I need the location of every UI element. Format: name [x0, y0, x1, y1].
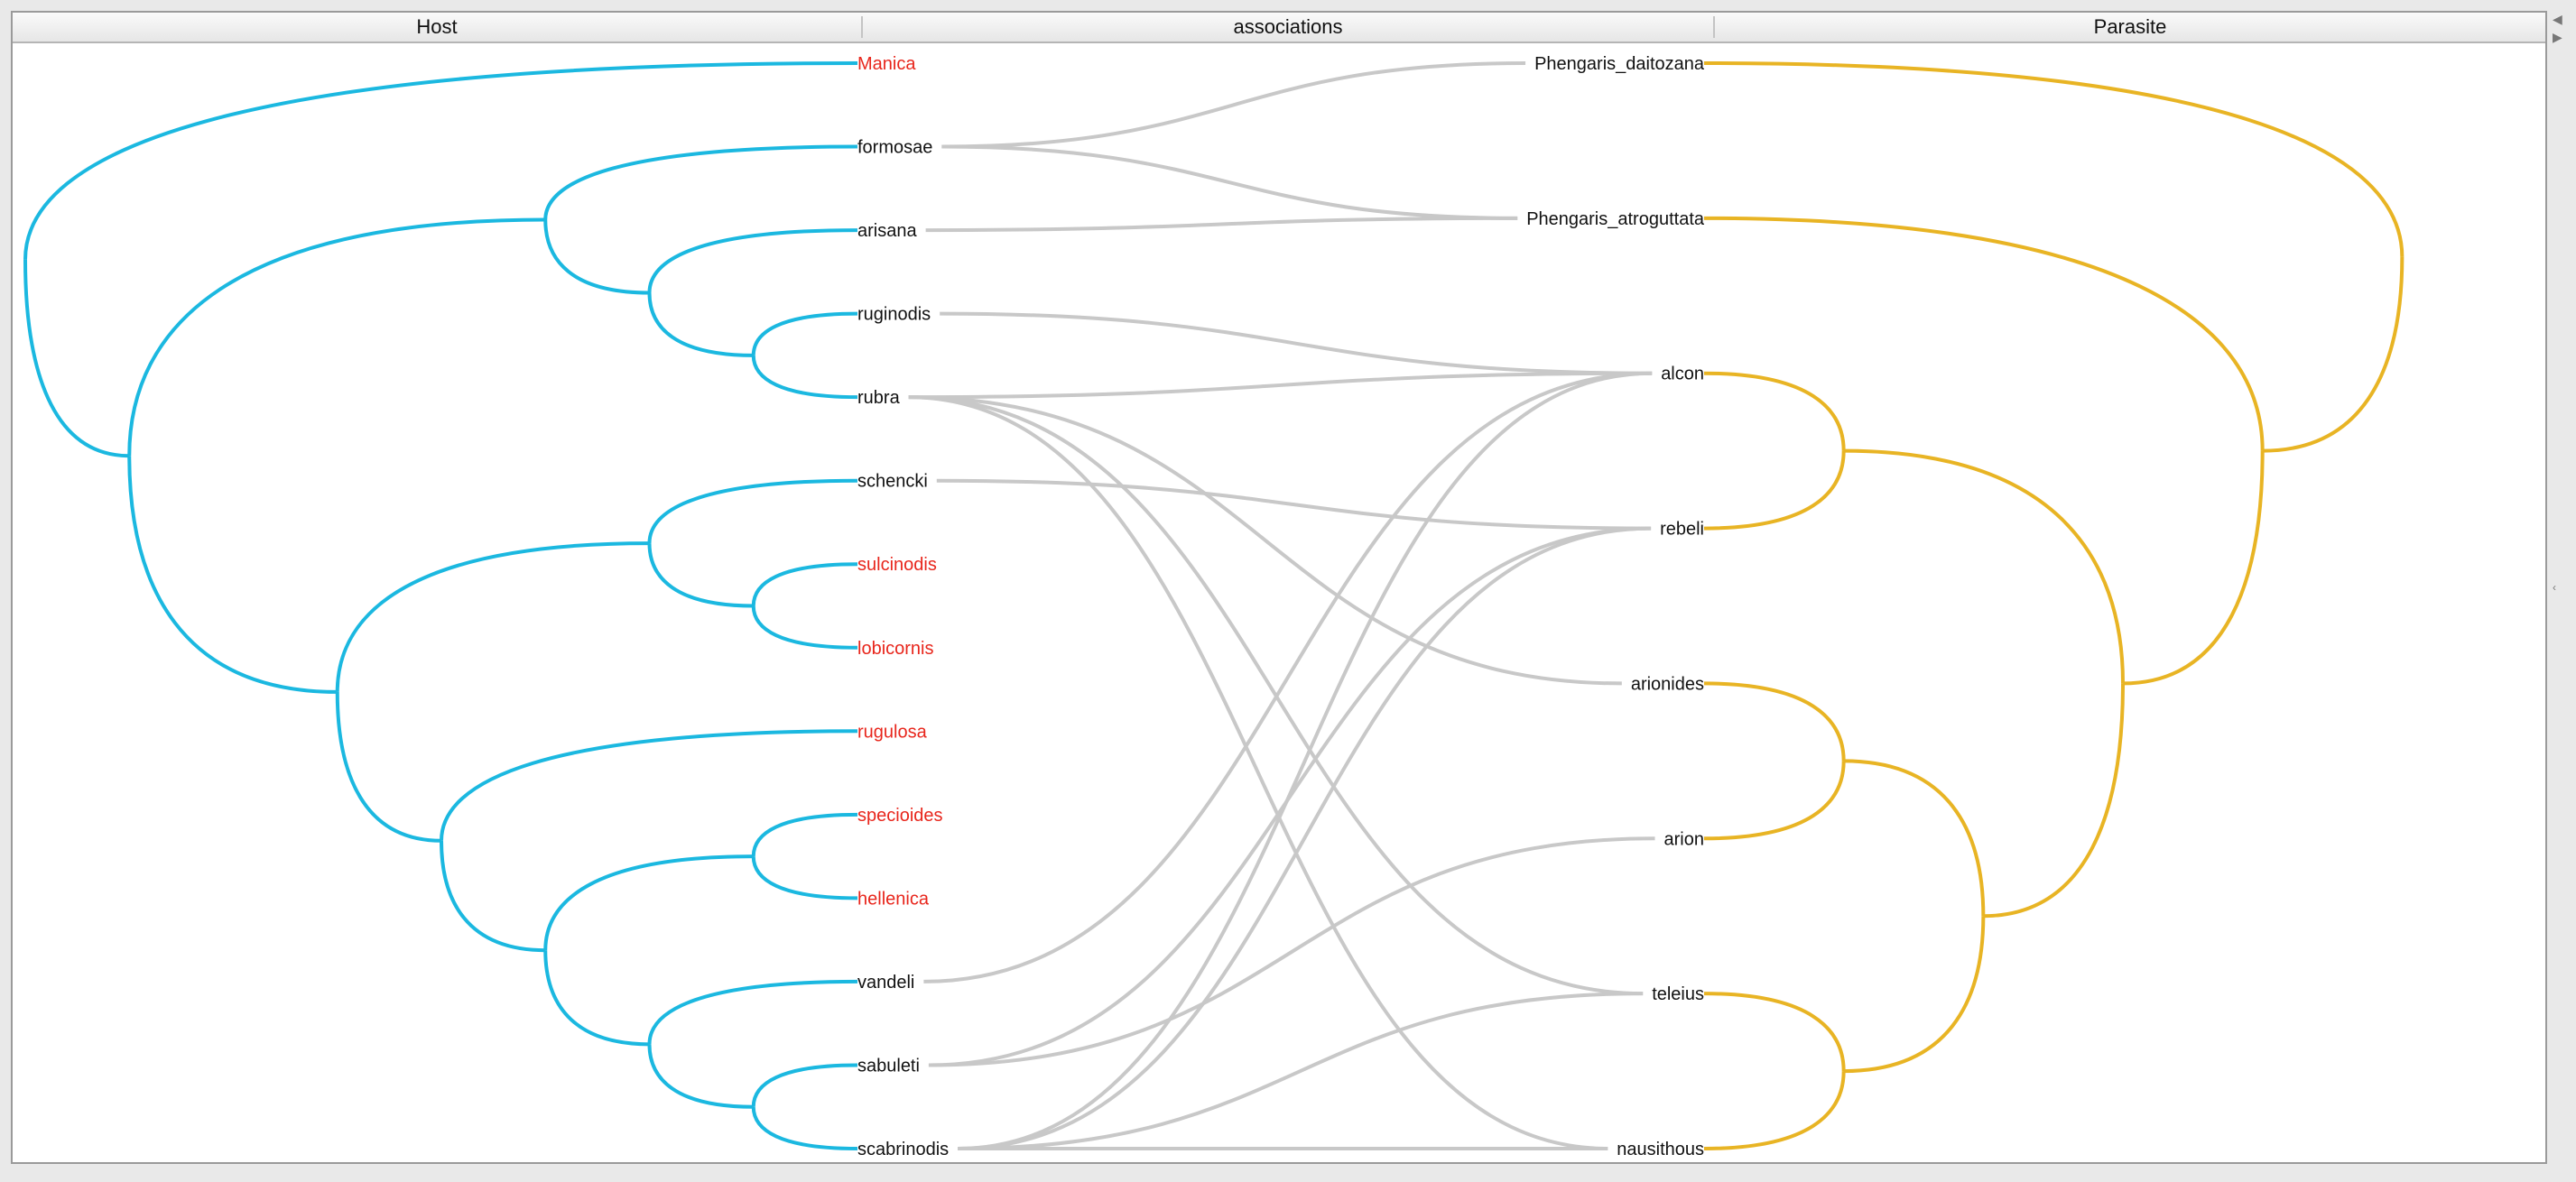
host-tree-branch: [440, 840, 546, 953]
column-header-bar: Host associations Parasite: [13, 13, 2545, 43]
parasite-tree-branch: [1703, 761, 1846, 841]
host-tree-branch: [751, 1106, 858, 1150]
parasite-tree-branch: [1983, 683, 2125, 919]
host-leaf-label[interactable]: arisana: [857, 221, 917, 241]
host-leaf-label[interactable]: specioides: [857, 806, 943, 826]
host-tree-branch: [751, 605, 858, 650]
host-tree-branch: [647, 1044, 754, 1109]
association-link: [958, 992, 1644, 1150]
resize-handle-icon[interactable]: ‹: [2553, 581, 2556, 594]
host-tree-branch: [335, 541, 650, 692]
host-leaf-label[interactable]: sulcinodis: [857, 555, 937, 575]
host-tree-branch: [751, 562, 858, 606]
scroll-right-arrow-icon[interactable]: ▶: [2553, 30, 2562, 44]
parasite-tree-branch: [1703, 216, 2265, 451]
host-leaf-label[interactable]: Manica: [857, 54, 916, 74]
host-tree-branch: [23, 259, 130, 458]
parasite-leaf-label[interactable]: arionides: [1631, 674, 1704, 694]
host-tree-branch: [751, 856, 858, 900]
host-leaf-label[interactable]: vandeli: [857, 973, 914, 993]
parasite-leaf-label[interactable]: rebeli: [1660, 520, 1704, 540]
parasite-leaf-label[interactable]: Phengaris_atroguttata: [1526, 209, 1705, 229]
association-links: [908, 61, 1655, 1151]
host-tree-branch: [647, 543, 754, 608]
tanglegram-window: Host associations Parasite: [11, 11, 2547, 1164]
host-tree-branch: [543, 950, 650, 1047]
parasite-tree-branch: [1703, 1071, 1846, 1150]
column-divider[interactable]: [1713, 16, 1715, 38]
column-header-host[interactable]: Host: [416, 15, 458, 38]
parasite-tree-branch: [2122, 450, 2265, 686]
host-tree-branch: [647, 979, 858, 1045]
host-leaf-label[interactable]: sabuleti: [857, 1056, 920, 1076]
host-tree-branch: [440, 729, 858, 841]
association-link: [923, 371, 1653, 983]
host-tree-branch: [335, 691, 442, 843]
host-tree-branch: [127, 456, 338, 694]
association-link: [940, 311, 1653, 375]
host-tree-branch: [647, 478, 858, 544]
association-link: [958, 371, 1653, 1150]
association-link: [908, 395, 1622, 686]
column-header-associations[interactable]: associations: [1233, 15, 1343, 38]
association-link: [936, 478, 1652, 531]
vertical-scrollbar[interactable]: ◀ ▶ ‹: [2549, 11, 2572, 1164]
host-tree-branch: [751, 812, 858, 857]
host-leaf-label[interactable]: formosae: [857, 138, 932, 158]
host-tree-branch: [543, 144, 858, 220]
parasite-tree-branch: [1703, 61, 2405, 257]
host-tree: [23, 61, 858, 1150]
association-link: [925, 216, 1518, 233]
host-leaf-label[interactable]: hellenica: [857, 889, 930, 909]
parasite-leaf-label[interactable]: alcon: [1661, 365, 1704, 384]
parasite-tree: [1703, 61, 2405, 1150]
host-leaf-label[interactable]: rugulosa: [857, 722, 928, 742]
host-leaf-label[interactable]: lobicornis: [857, 639, 933, 659]
association-link: [908, 371, 1653, 400]
association-link: [928, 836, 1655, 1067]
host-leaf-label[interactable]: scabrinodis: [857, 1140, 949, 1159]
parasite-leaf-label[interactable]: arion: [1664, 829, 1704, 849]
parasite-tree-branch: [1703, 450, 1846, 531]
parasite-tree-branch: [1843, 759, 1986, 917]
parasite-tree-branch: [2262, 256, 2405, 453]
host-tree-branch: [751, 1063, 858, 1107]
host-tree-branch: [23, 61, 858, 260]
scroll-left-arrow-icon[interactable]: ◀: [2553, 12, 2562, 26]
association-link: [958, 526, 1652, 1150]
parasite-tree-branch: [1703, 371, 1846, 451]
parasite-leaf-label[interactable]: Phengaris_daitozana: [1534, 54, 1705, 74]
host-tree-branch: [647, 228, 858, 293]
host-tree-branch: [647, 292, 754, 357]
host-tree-branch: [127, 217, 546, 457]
association-link: [908, 395, 1608, 1150]
association-link: [941, 144, 1518, 220]
column-divider[interactable]: [861, 16, 863, 38]
parasite-tree-branch: [1703, 681, 1846, 762]
parasite-tree-branch: [1703, 992, 1846, 1072]
association-link: [941, 61, 1526, 149]
host-leaf-label[interactable]: rubra: [857, 388, 901, 408]
parasite-tree-branch: [1843, 448, 2125, 684]
host-tree-branch: [543, 219, 650, 295]
column-header-parasite[interactable]: Parasite: [2093, 15, 2167, 38]
leaf-labels: Manica formosae arisana ruginodis rubra schen…: [857, 54, 1705, 1159]
host-leaf-label[interactable]: schencki: [857, 472, 928, 492]
host-leaf-label[interactable]: ruginodis: [857, 305, 931, 325]
host-tree-branch: [543, 854, 754, 951]
parasite-tree-branch: [1843, 916, 1986, 1074]
parasite-leaf-label[interactable]: teleius: [1652, 984, 1704, 1004]
host-tree-branch: [751, 355, 858, 400]
parasite-leaf-label[interactable]: nausithous: [1617, 1140, 1704, 1159]
host-tree-branch: [751, 311, 858, 356]
